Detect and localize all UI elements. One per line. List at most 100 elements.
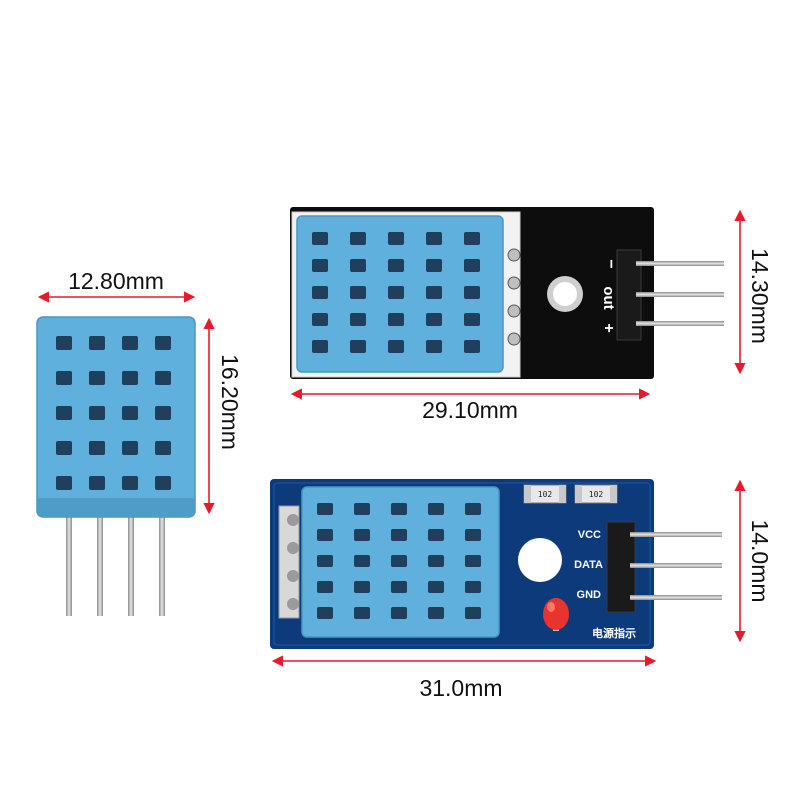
grille-slot <box>354 581 370 593</box>
black-module-height-dimension: 14.30mm <box>734 209 773 375</box>
blue-module-height-dimension: 14.0mm <box>734 479 773 643</box>
black-module: − out + <box>290 207 724 379</box>
grille-slot <box>89 441 105 455</box>
grille-slot <box>89 336 105 350</box>
sensor-grille <box>56 336 171 490</box>
sensor-width-label: 12.80mm <box>68 268 164 294</box>
grille-slot <box>312 286 328 299</box>
blue-module-width-label: 31.0mm <box>419 675 502 701</box>
grille-slot <box>465 581 481 593</box>
grille-slot <box>312 313 328 326</box>
grille-slot <box>464 259 480 272</box>
grille-slot <box>464 232 480 245</box>
pin-label-gnd: GND <box>577 589 602 601</box>
pin-label-plus: + <box>600 323 617 332</box>
grille-slot <box>426 340 442 353</box>
grille-slot <box>350 232 366 245</box>
grille-slot <box>155 406 171 420</box>
grille-slot <box>388 259 404 272</box>
grille-slot <box>312 232 328 245</box>
resistor-2-code: 102 <box>589 490 604 499</box>
grille-slot <box>426 259 442 272</box>
grille-slot <box>391 555 407 567</box>
sensor-height-dimension: 16.20mm <box>203 317 243 515</box>
grille-slot <box>89 371 105 385</box>
grille-slot <box>465 555 481 567</box>
grille-slot <box>155 441 171 455</box>
grille-slot <box>122 406 138 420</box>
grille-slot <box>388 232 404 245</box>
grille-slot <box>464 313 480 326</box>
grille-slot <box>428 607 444 619</box>
resistor-1-code: 102 <box>538 490 553 499</box>
grille-slot <box>428 555 444 567</box>
grille-slot <box>56 441 72 455</box>
grille-slot <box>56 336 72 350</box>
grille-slot <box>426 232 442 245</box>
grille-slot <box>56 371 72 385</box>
black-module-pins <box>636 261 724 326</box>
grille-slot <box>428 503 444 515</box>
grille-slot <box>388 313 404 326</box>
grille-slot <box>89 476 105 490</box>
power-led <box>543 598 569 631</box>
grille-slot <box>317 607 333 619</box>
grille-slot <box>312 340 328 353</box>
pin-label-out: out <box>600 286 617 309</box>
grille-slot <box>391 581 407 593</box>
grille-slot <box>317 529 333 541</box>
grille-slot <box>317 581 333 593</box>
grille-slot <box>122 476 138 490</box>
grille-slot <box>155 371 171 385</box>
grille-slot <box>122 371 138 385</box>
grille-slot <box>317 503 333 515</box>
grille-slot <box>391 607 407 619</box>
grille-slot <box>312 259 328 272</box>
blue-module-mount-hole <box>518 538 562 582</box>
grille-slot <box>391 529 407 541</box>
grille-slot <box>428 581 444 593</box>
grille-slot <box>428 529 444 541</box>
blue-module-grille <box>317 503 481 619</box>
grille-slot <box>350 286 366 299</box>
grille-slot <box>155 336 171 350</box>
black-module-width-dimension: 29.10mm <box>290 388 651 423</box>
sensor-width-dimension: 12.80mm <box>37 268 196 303</box>
grille-slot <box>391 503 407 515</box>
grille-slot <box>122 336 138 350</box>
grille-slot <box>465 529 481 541</box>
resistor-2: 102 <box>574 484 618 504</box>
sensor-legs <box>66 510 165 616</box>
grille-slot <box>426 313 442 326</box>
blue-module-pins <box>630 532 722 600</box>
grille-slot <box>122 441 138 455</box>
blue-module: 102 102 VCC DATA GND 电源指示 <box>270 479 722 649</box>
blue-module-pads <box>278 505 300 619</box>
resistor-1: 102 <box>523 484 567 504</box>
grille-slot <box>465 503 481 515</box>
grille-slot <box>317 555 333 567</box>
grille-slot <box>354 607 370 619</box>
black-module-pads <box>507 248 521 346</box>
grille-slot <box>155 476 171 490</box>
grille-slot <box>354 529 370 541</box>
grille-slot <box>350 340 366 353</box>
grille-slot <box>464 340 480 353</box>
blue-module-height-label: 14.0mm <box>747 519 773 602</box>
black-module-grille <box>312 232 480 353</box>
bare-sensor <box>36 316 196 616</box>
grille-slot <box>388 340 404 353</box>
grille-slot <box>388 286 404 299</box>
grille-slot <box>89 406 105 420</box>
grille-slot <box>56 406 72 420</box>
led-label: 电源指示 <box>592 626 636 640</box>
sensor-height-label: 16.20mm <box>217 354 243 450</box>
black-module-height-label: 14.30mm <box>747 248 773 344</box>
grille-slot <box>350 313 366 326</box>
black-module-width-label: 29.10mm <box>422 397 518 423</box>
grille-slot <box>464 286 480 299</box>
grille-slot <box>350 259 366 272</box>
blue-module-width-dimension: 31.0mm <box>271 655 657 701</box>
pin-label-minus: − <box>602 259 619 268</box>
